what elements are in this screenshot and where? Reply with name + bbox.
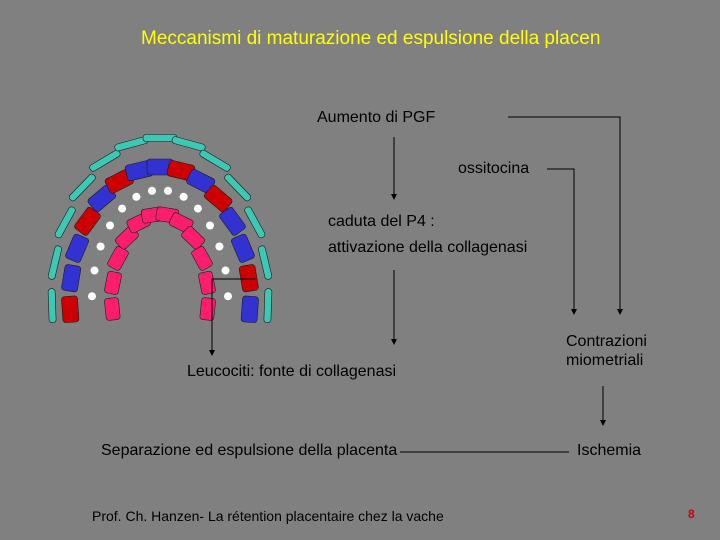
outer-cell: [171, 136, 206, 152]
contractions-label: Contrazioni miometriali: [566, 332, 647, 370]
outer-cell: [47, 245, 62, 280]
footer-credit: Prof. Ch. Hanzen- La rétention placentai…: [92, 508, 444, 524]
separation-label: Separazione ed espulsione della placenta: [101, 442, 398, 459]
line-pgf-to-contractions: [508, 116, 623, 315]
page-number: 8: [688, 507, 695, 521]
pink-cell: [104, 297, 121, 321]
pink-cell-layer: [104, 206, 216, 321]
oxytocin-label: ossitocina: [458, 160, 530, 177]
white-dot: [164, 186, 172, 195]
line-oxytocin-to-contractions: [547, 168, 577, 315]
white-dot: [221, 266, 230, 275]
outer-cell: [244, 206, 266, 239]
white-dot: [88, 292, 96, 301]
white-dot: [193, 204, 202, 213]
outer-epithelium-layer: [47, 134, 273, 324]
white-dot: [206, 221, 214, 230]
white-dot: [224, 292, 232, 301]
tissue-cell: [231, 233, 255, 263]
contractions-label-line1: Contrazioni: [566, 333, 647, 350]
p4-label-line2: attivazione della collagenasi: [328, 239, 528, 256]
white-dot: [179, 192, 188, 201]
outer-cell: [199, 149, 231, 172]
tissue-cell: [65, 233, 89, 263]
white-dot: [148, 186, 156, 195]
tissue-cell: [204, 184, 233, 213]
tissue-cell: [240, 295, 259, 323]
white-dot: [106, 221, 114, 230]
outer-cell: [224, 173, 252, 202]
pink-cell: [198, 270, 216, 295]
line-to-leucocytes: [209, 278, 255, 356]
pink-cell: [191, 246, 213, 271]
outer-cell: [47, 288, 57, 324]
leucocytes-label: Leucociti: fonte di collagenasi: [187, 363, 397, 380]
outer-cell: [89, 149, 121, 172]
outer-cell: [54, 206, 76, 239]
pink-cell: [181, 226, 205, 250]
contractions-label-line2: miometriali: [566, 352, 644, 369]
white-dot: [90, 266, 99, 275]
slide-title: Meccanismi di maturazione ed espulsione …: [141, 28, 601, 49]
white-dot: [215, 242, 224, 251]
outer-cell: [263, 288, 273, 324]
pink-cell: [104, 270, 122, 295]
white-dot: [118, 204, 127, 213]
outer-cell: [68, 173, 96, 202]
tissue-cell: [61, 264, 82, 293]
red-cell-layer: [61, 158, 259, 323]
ischemia-label: Ischemia: [577, 442, 642, 459]
tissue-cell: [238, 264, 259, 293]
white-dot: [96, 242, 105, 251]
white-dot-layer: [88, 186, 232, 301]
p4-label-line1: caduta del P4 :: [328, 213, 435, 230]
tissue-cell: [219, 206, 246, 236]
pgf-label: Aumento di PGF: [317, 109, 436, 126]
tissue-cell: [61, 295, 80, 323]
white-dot: [132, 192, 141, 201]
outer-cell: [258, 245, 273, 280]
